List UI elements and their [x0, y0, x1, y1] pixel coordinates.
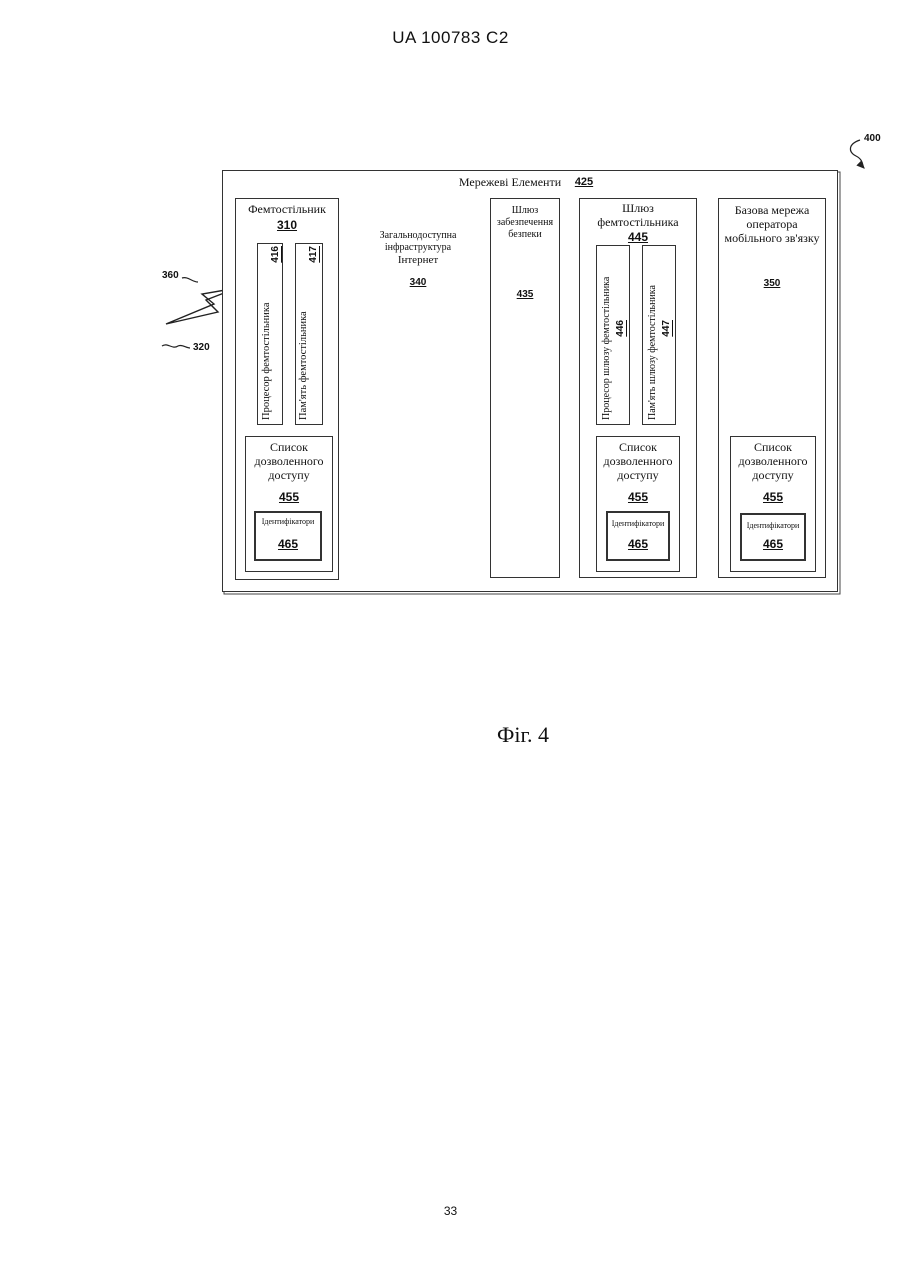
- security-gateway-ref: 435: [490, 288, 560, 302]
- femtocell-access-list-line3: доступу: [245, 468, 333, 482]
- core-network-line3: мобільного зв'язку: [718, 231, 826, 245]
- core-network-access-list-line1: Список: [730, 440, 816, 454]
- femto-gateway-access-list-ref: 455: [596, 490, 680, 504]
- femtocell-access-list-line2: дозволенного: [245, 454, 333, 468]
- femto-gateway-processor-label: Процесор шлюзу фемтостільника: [600, 258, 613, 420]
- femto-gateway-processor-ref: 446: [614, 320, 627, 337]
- security-gateway-line1: Шлюз: [490, 205, 560, 217]
- femtocell-access-list-ref: 455: [245, 490, 333, 504]
- internet-line2: інфраструктура: [362, 242, 474, 254]
- femtocell-identifiers-label: Ідентифікатори: [254, 515, 322, 529]
- core-network-access-list-ref: 455: [730, 490, 816, 504]
- femtocell-memory-label: Пам'ять фемтостільника: [297, 262, 310, 420]
- ref-360: 360: [162, 270, 179, 281]
- femto-gateway-access-list-line1: Список: [596, 440, 680, 454]
- femtocell-processor-label: Процесор фемтостільника: [260, 262, 273, 420]
- core-network-line1: Базова мережа: [718, 203, 826, 217]
- femtocell-access-list-line1: Список: [245, 440, 333, 454]
- femtocell-identifiers-ref: 465: [254, 537, 322, 551]
- femto-gateway-identifiers-label: Ідентифікатори: [606, 517, 670, 531]
- core-network-access-list-line3: доступу: [730, 468, 816, 482]
- femtocell-memory-ref: 417: [307, 246, 320, 263]
- internet-line3: Інтернет: [362, 254, 474, 267]
- femto-gateway-memory-label: Пам'ять шлюзу фемтостільника: [646, 258, 659, 420]
- internet-line1: Загальнодоступна: [362, 230, 474, 242]
- femto-gateway-memory-ref: 447: [660, 320, 673, 337]
- internet-ref: 340: [362, 276, 474, 290]
- femto-gateway-access-list-line2: дозволенного: [596, 454, 680, 468]
- femtocell-label: Фемтостільник: [235, 202, 339, 216]
- network-elements-ref: 425: [572, 175, 596, 189]
- core-network-access-list-line2: дозволенного: [730, 454, 816, 468]
- page-number: 33: [0, 1204, 901, 1218]
- femto-gateway-identifiers-ref: 465: [606, 537, 670, 551]
- network-elements-label: Мережеві Елементи: [440, 175, 580, 189]
- core-network-line2: оператора: [718, 217, 826, 231]
- security-gateway-line3: безпеки: [490, 229, 560, 241]
- core-network-identifiers-ref: 465: [740, 537, 806, 551]
- femtocell-processor-ref: 416: [269, 246, 282, 263]
- security-gateway-line2: забезпечення: [490, 217, 560, 229]
- core-network-identifiers-label: Ідентифікатори: [740, 519, 806, 533]
- femto-gateway-line1: Шлюз: [579, 201, 697, 215]
- femto-gateway-line2: фемтостільника: [579, 215, 697, 229]
- figure-caption: Фіг. 4: [497, 722, 549, 748]
- femtocell-ref: 310: [235, 218, 339, 232]
- core-network-ref: 350: [718, 277, 826, 291]
- security-gateway-box: [490, 198, 560, 578]
- femto-gateway-access-list-line3: доступу: [596, 468, 680, 482]
- femto-gateway-ref: 445: [579, 230, 697, 244]
- ref-320: 320: [193, 342, 210, 353]
- ref-400: 400: [864, 133, 881, 144]
